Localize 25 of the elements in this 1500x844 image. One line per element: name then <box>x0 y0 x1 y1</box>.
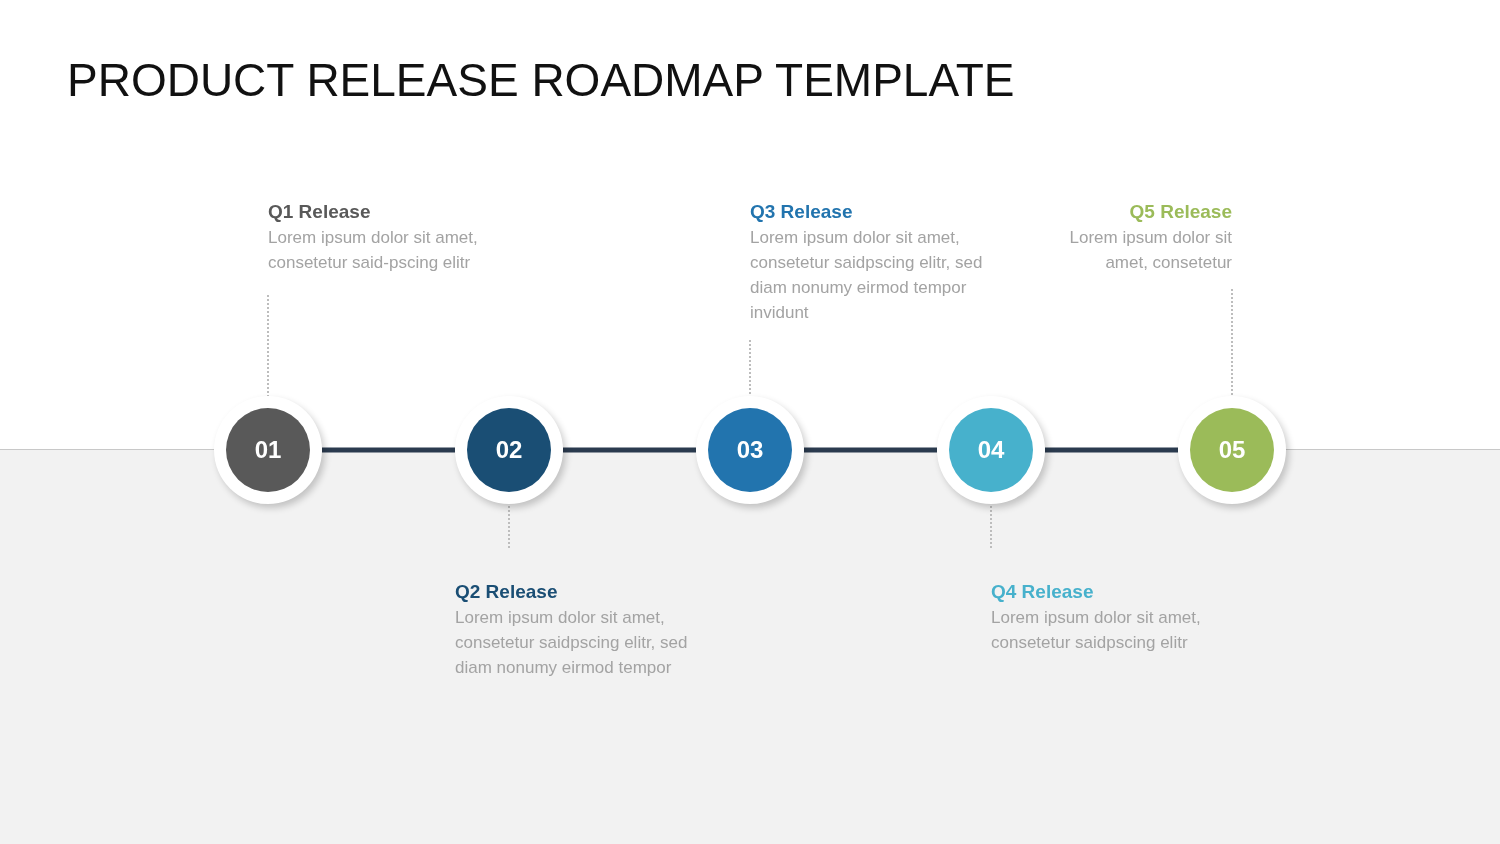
release-description: Lorem ipsum dolor sit amet, consetetur saidpscing elitr <box>991 607 1202 654</box>
timeline-connector <box>804 447 937 453</box>
timeline-connector <box>1045 447 1178 453</box>
timeline-connector <box>322 447 455 453</box>
milestone-number: 05 <box>1190 408 1274 492</box>
leader-line <box>749 339 751 397</box>
leader-line <box>1231 288 1233 397</box>
milestone-number: 01 <box>226 408 310 492</box>
milestone-number: 04 <box>949 408 1033 492</box>
release-heading: Q1 Release <box>268 200 371 224</box>
release-heading: Q5 Release <box>1129 200 1232 224</box>
page-title: PRODUCT RELEASE ROADMAP TEMPLATE <box>67 53 1015 108</box>
leader-line <box>267 294 269 397</box>
release-description: Lorem ipsum dolor sit amet, consetetur saidpscing elitr, sed diam nonumy eirmod tempor invidunt <box>750 227 984 324</box>
leader-line <box>990 503 992 549</box>
release-heading: Q4 Release <box>991 580 1094 604</box>
milestone-number: 03 <box>708 408 792 492</box>
release-heading: Q2 Release <box>455 580 558 604</box>
milestone-number: 02 <box>467 408 551 492</box>
release-description: Lorem ipsum dolor sit amet, consetetur <box>1068 227 1232 274</box>
release-heading: Q3 Release <box>750 200 853 224</box>
leader-line <box>508 503 510 549</box>
release-description: Lorem ipsum dolor sit amet, consetetur saidpscing elitr, sed diam nonumy eirmod tempor <box>455 607 689 679</box>
release-description: Lorem ipsum dolor sit amet, consetetur said-pscing elitr <box>268 227 479 274</box>
timeline-connector <box>563 447 696 453</box>
